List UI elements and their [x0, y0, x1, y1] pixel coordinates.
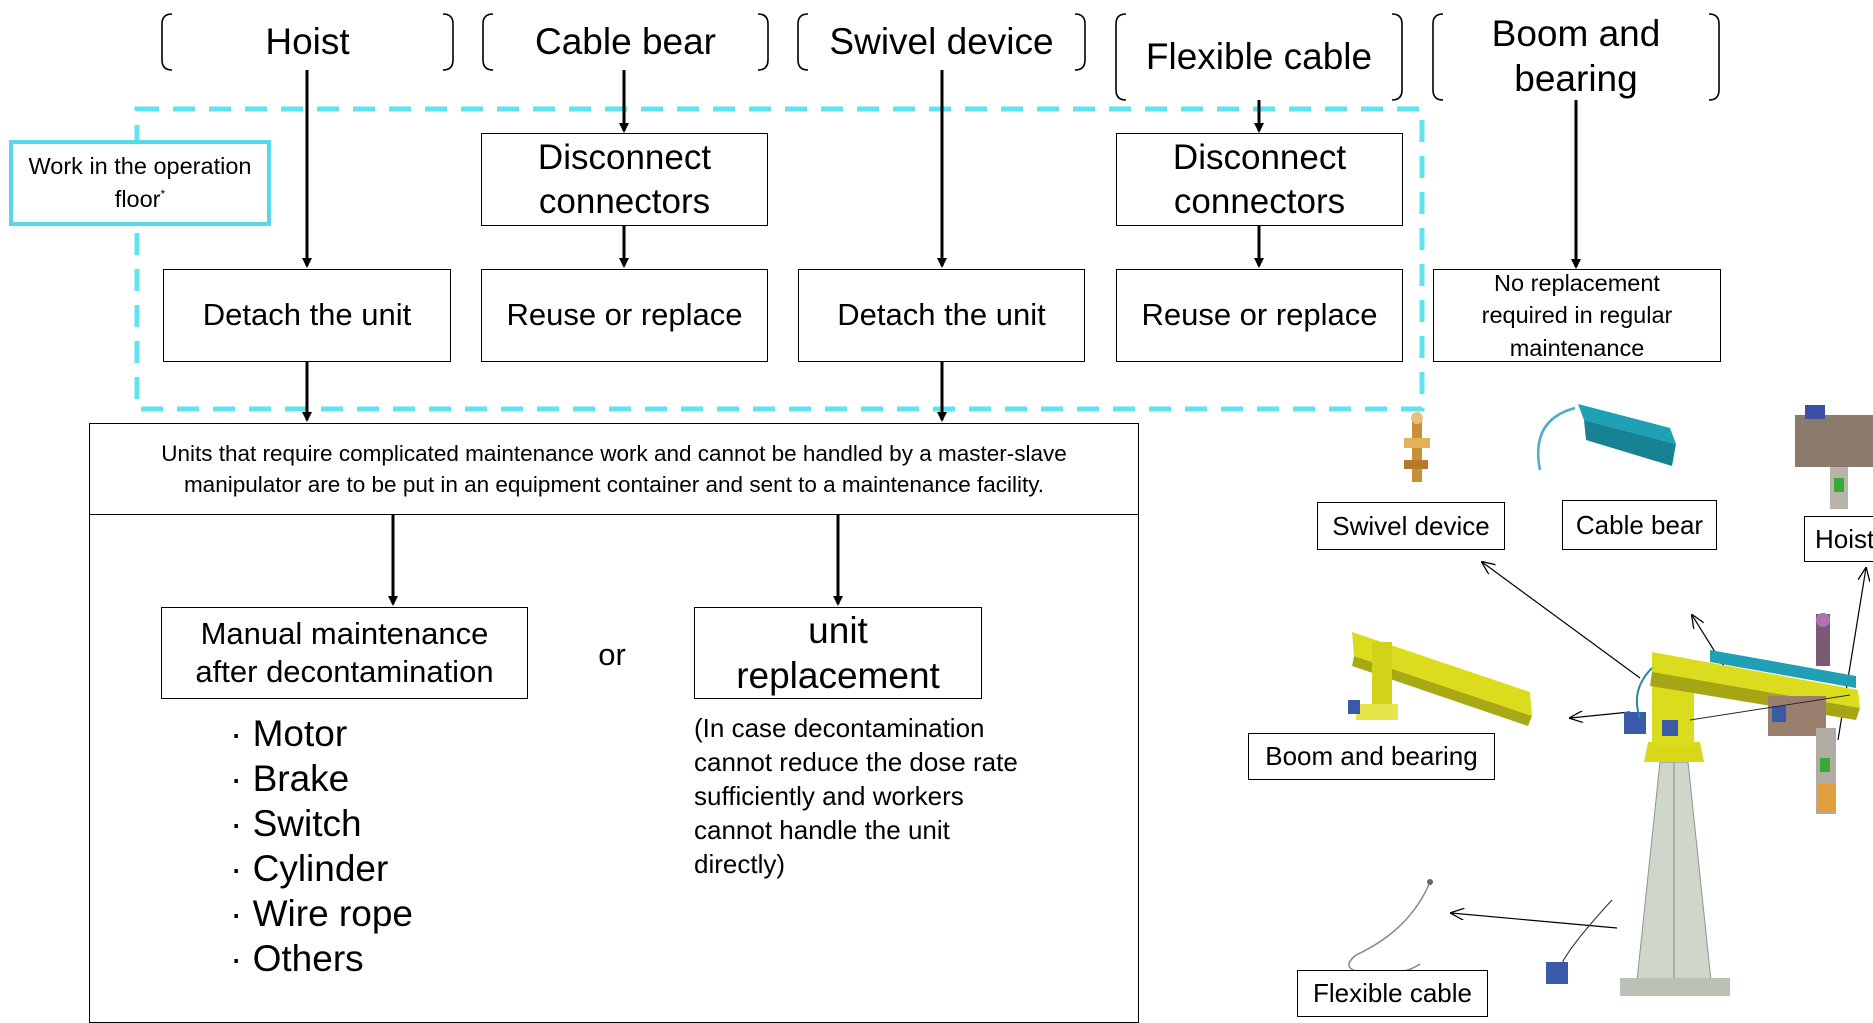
list-item: · Cylinder: [230, 848, 389, 889]
category-hoist: Hoist: [265, 21, 350, 63]
boom-bearing-image: [1348, 632, 1532, 726]
cable-bear-image: [1536, 404, 1676, 471]
maintenance-facility-description: Units that require complicated maintenan…: [89, 423, 1139, 515]
list-item: · Brake: [230, 758, 350, 799]
list-item: · Switch: [230, 803, 362, 844]
label-swivel-device: Swivel device: [1317, 502, 1505, 550]
or-text: or: [598, 637, 626, 672]
category-cable-bear: Cable bear: [534, 21, 716, 63]
list-item: · Motor: [230, 713, 348, 754]
swivel-device-image: [1404, 412, 1430, 482]
replacement-note: (In case decontamination cannot reduce t…: [694, 713, 1018, 879]
reuse-or-replace-box-1: Reuse or replace: [481, 269, 768, 362]
hoist-image: [1795, 405, 1873, 509]
detach-unit-box-2: Detach the unit: [798, 269, 1085, 362]
flow-arrows: [302, 70, 1581, 606]
footnote-mark: *: [160, 187, 166, 202]
category-flexible-cable: Flexible cable: [1145, 36, 1373, 78]
jib-crane-image: [1546, 613, 1860, 996]
operation-floor-label: Work in the operation floor*: [9, 140, 271, 226]
unit-replacement-box: unit replacement: [694, 607, 982, 699]
label-boom-and-bearing: Boom and bearing: [1248, 733, 1495, 780]
operation-floor-text: Work in the operation floor: [28, 153, 252, 212]
label-hoist: Hoist: [1804, 516, 1873, 562]
disconnect-connectors-box-1: Disconnect connectors: [481, 133, 768, 226]
manual-items-list: · Motor · Brake · Switch · Cylinder · Wi…: [230, 711, 413, 981]
category-swivel-device: Swivel device: [829, 21, 1054, 63]
list-item: · Others: [230, 938, 364, 979]
no-replacement-box: No replacement required in regular maint…: [1433, 269, 1721, 362]
list-item: · Wire rope: [230, 893, 413, 934]
category-boom-and-bearing: Boom and bearing: [1491, 12, 1661, 99]
detach-unit-box-1: Detach the unit: [163, 269, 451, 362]
reuse-or-replace-box-2: Reuse or replace: [1116, 269, 1403, 362]
manual-maintenance-box: Manual maintenance after decontamination: [161, 607, 528, 699]
flexible-cable-image: [1348, 879, 1433, 975]
label-cable-bear: Cable bear: [1562, 500, 1717, 550]
disconnect-connectors-box-2: Disconnect connectors: [1116, 133, 1403, 226]
label-flexible-cable: Flexible cable: [1297, 970, 1488, 1017]
category-brackets: [161, 13, 1720, 101]
